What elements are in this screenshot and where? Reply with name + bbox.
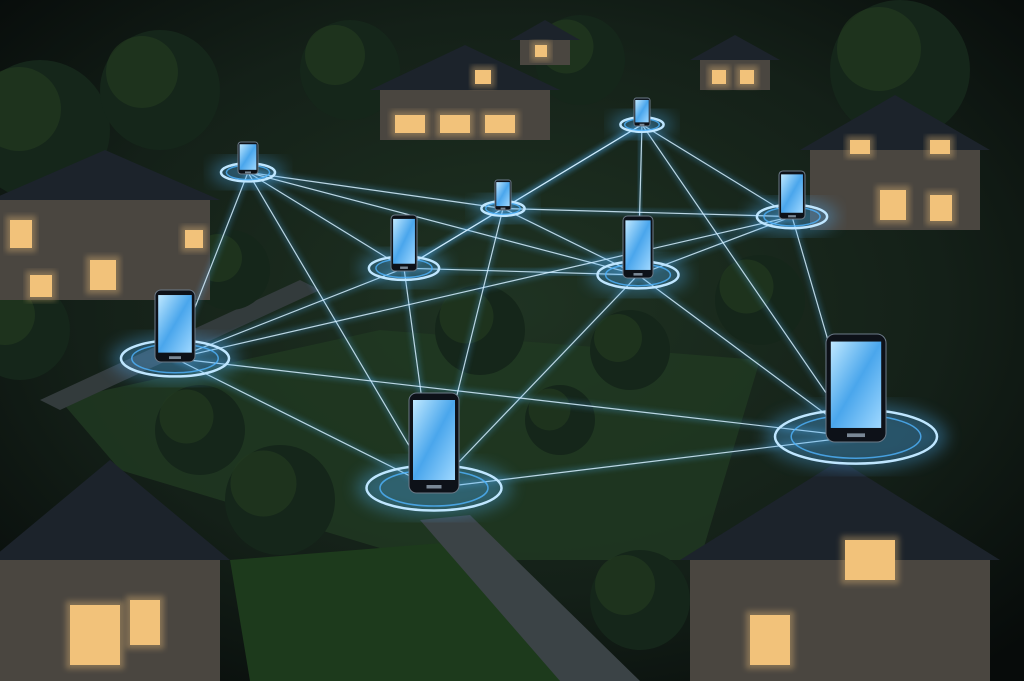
smartphone-icon [622,215,654,279]
connection-line [433,274,639,489]
window [485,115,515,133]
phone-node [610,97,674,138]
phone-node [211,141,285,188]
phone-node [471,179,535,222]
smartphone-icon [633,97,651,127]
window [30,275,52,297]
connection-line [247,171,405,269]
phone-node [587,215,689,295]
tree-highlight [528,388,571,431]
house [370,45,560,140]
house [680,460,1000,681]
phone-node [746,170,838,235]
phone-node [356,392,512,517]
window [70,605,120,665]
smartphone-icon [408,392,460,494]
connection-line [641,124,793,218]
smartphone-icon [494,179,512,211]
window [185,230,203,248]
connection-line [641,124,857,437]
phone-node [111,289,239,383]
smartphone-icon [825,333,887,443]
window [395,115,425,133]
window [930,140,950,154]
window [90,260,116,290]
smartphone-icon [237,141,259,175]
trees [0,0,990,680]
connection-line [174,357,857,438]
tree-highlight [305,25,365,85]
window [10,220,32,248]
window [930,195,952,221]
connection-line [247,171,639,276]
smartphone-icon [154,289,196,363]
house [510,20,580,65]
sidewalk [420,515,640,681]
window [850,140,870,154]
tree-highlight [837,7,921,91]
house [690,35,780,90]
window [880,190,906,220]
smartphone-icon [778,170,806,220]
house [800,95,990,230]
connection-line [247,171,504,210]
phone-node [765,333,947,470]
connection-line [247,172,435,489]
window [740,70,754,84]
tree-highlight [106,36,178,108]
window [130,600,160,645]
phone-nodes [111,97,947,517]
tree-highlight [159,389,214,444]
window [475,70,491,84]
tree-highlight [0,67,61,151]
tree-highlight [230,450,297,517]
tree-highlight [594,314,642,362]
window [440,115,470,133]
tree-highlight [595,555,655,615]
houses [0,20,1000,681]
window [712,70,726,84]
window [750,615,790,665]
house [0,150,220,301]
connection-line [502,207,793,218]
window [535,45,547,57]
window [845,540,895,580]
phone-node [358,214,450,286]
house [0,460,230,681]
smartphone-icon [390,214,418,272]
